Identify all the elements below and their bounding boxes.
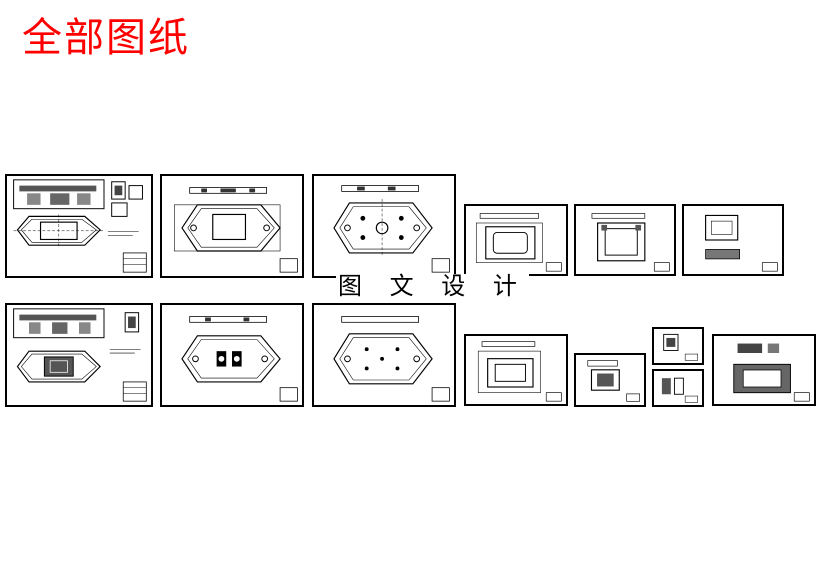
- drawing-sheet-frame-inner[interactable]: [574, 204, 676, 276]
- drawing-sheet-plate-holes[interactable]: [312, 174, 456, 278]
- plate-drawing-icon: [174, 187, 298, 273]
- frame-drawing-icon: [477, 341, 562, 402]
- drawing-sheet-assembly-2[interactable]: [5, 303, 153, 407]
- drawing-sheet-frame[interactable]: [464, 204, 568, 276]
- part-mini-drawing-icon: [661, 377, 698, 403]
- drawing-sheet-plate-holes-2[interactable]: [312, 303, 456, 407]
- watermark-text: 图 文 设 计: [336, 272, 529, 300]
- drawing-sheet-frame-2[interactable]: [464, 334, 568, 406]
- frame-inner-drawing-icon: [591, 213, 670, 272]
- part-block-drawing-icon: [587, 360, 640, 402]
- part-mini-drawing-icon: [663, 333, 698, 361]
- drawing-sheet-part-mini-top[interactable]: [652, 327, 704, 365]
- drawing-sheet-assembly[interactable]: [5, 174, 153, 278]
- part-drawing-icon: [705, 214, 778, 272]
- page-title: 全部图纸: [22, 15, 190, 61]
- plate-holes-drawing-icon: [333, 316, 450, 402]
- assembly-drawing-icon: [13, 179, 147, 273]
- drawing-sheet-part-block[interactable]: [574, 353, 646, 407]
- assembly-drawing-icon: [13, 308, 147, 402]
- drawing-sheet-part-small[interactable]: [682, 204, 784, 276]
- drawing-sheet-plate-slot[interactable]: [160, 174, 304, 278]
- frame-drawing-icon: [476, 213, 562, 272]
- plate-holes-drawing-icon: [333, 185, 450, 273]
- drawing-sheet-part-wide[interactable]: [712, 334, 816, 406]
- drawing-sheet-plate-cavity[interactable]: [160, 303, 304, 407]
- plate-cavity-drawing-icon: [181, 316, 298, 402]
- drawing-sheet-part-mini-bottom[interactable]: [652, 369, 704, 407]
- part-wide-drawing-icon: [733, 343, 810, 402]
